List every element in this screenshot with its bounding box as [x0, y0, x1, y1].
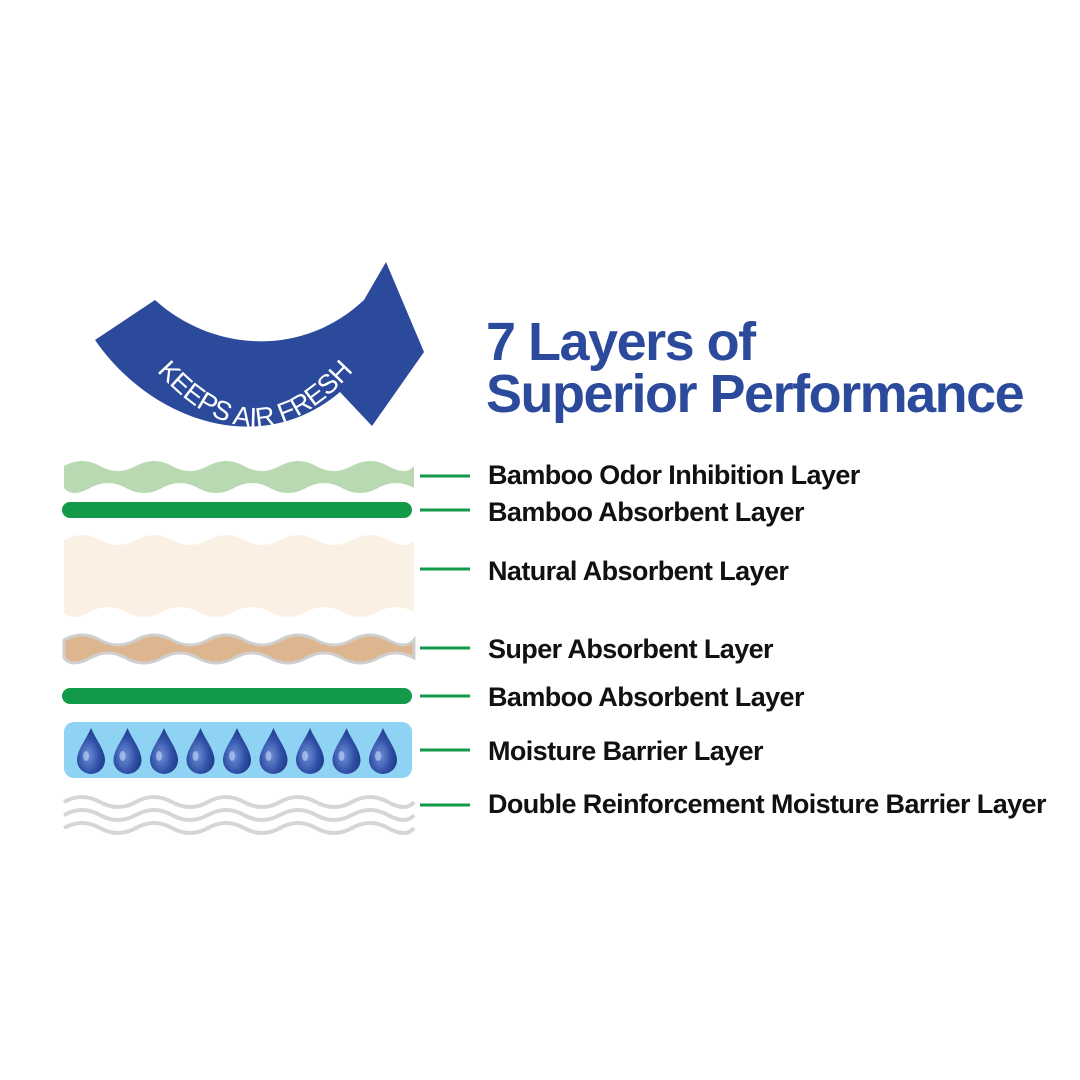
water-drop-highlight	[119, 751, 126, 761]
leader-lines	[420, 474, 470, 807]
title-line-2: Superior Performance	[486, 364, 1024, 424]
water-drop-highlight	[302, 751, 308, 761]
layer-label: Moisture Barrier Layer	[488, 736, 764, 766]
water-drop-highlight	[83, 751, 89, 761]
water-drop-icon	[113, 728, 142, 775]
layer-swatch-super-absorbent	[62, 633, 416, 665]
water-drop-icon	[296, 728, 324, 774]
arrow-shape	[95, 262, 424, 427]
water-drop-highlight	[265, 751, 272, 761]
water-drop-icon	[259, 728, 288, 775]
layer-swatch-natural-absorbent	[64, 535, 414, 617]
water-drop-icon	[369, 728, 397, 774]
water-drop-icon	[332, 728, 361, 775]
water-drop-icon	[186, 728, 215, 775]
droplet-group	[77, 728, 397, 775]
water-drop-highlight	[192, 751, 199, 761]
layer-labels: Bamboo Odor Inhibition Layer Bamboo Abso…	[488, 460, 1048, 819]
layer-label: Super Absorbent Layer	[488, 634, 774, 664]
layer-label: Bamboo Odor Inhibition Layer	[488, 460, 861, 490]
layer-swatch-double-reinforcement	[63, 795, 416, 835]
layer-swatch-moisture-barrier	[64, 722, 412, 778]
water-drop-highlight	[338, 751, 345, 761]
water-drop-highlight	[375, 751, 381, 761]
water-drop-highlight	[156, 751, 162, 761]
layer-swatch-bamboo-absorbent-1	[62, 502, 412, 518]
layer-label: Natural Absorbent Layer	[488, 556, 789, 586]
layer-swatch-bamboo-odor-inhibition	[64, 461, 414, 493]
water-drop-icon	[77, 728, 105, 774]
layer-label: Double Reinforcement Moisture Barrier La…	[488, 789, 1047, 819]
title-line-1: 7 Layers of	[486, 312, 757, 372]
water-drop-icon	[150, 728, 178, 774]
layer-label: Bamboo Absorbent Layer	[488, 682, 805, 712]
curved-arrow-icon: KEEPS AIR FRESH	[95, 262, 424, 433]
layer-label: Bamboo Absorbent Layer	[488, 497, 805, 527]
water-drop-highlight	[229, 751, 235, 761]
layer-swatch-bamboo-absorbent-2	[62, 688, 412, 704]
water-drop-icon	[223, 728, 251, 774]
page-title: 7 Layers of Superior Performance	[486, 312, 1025, 424]
